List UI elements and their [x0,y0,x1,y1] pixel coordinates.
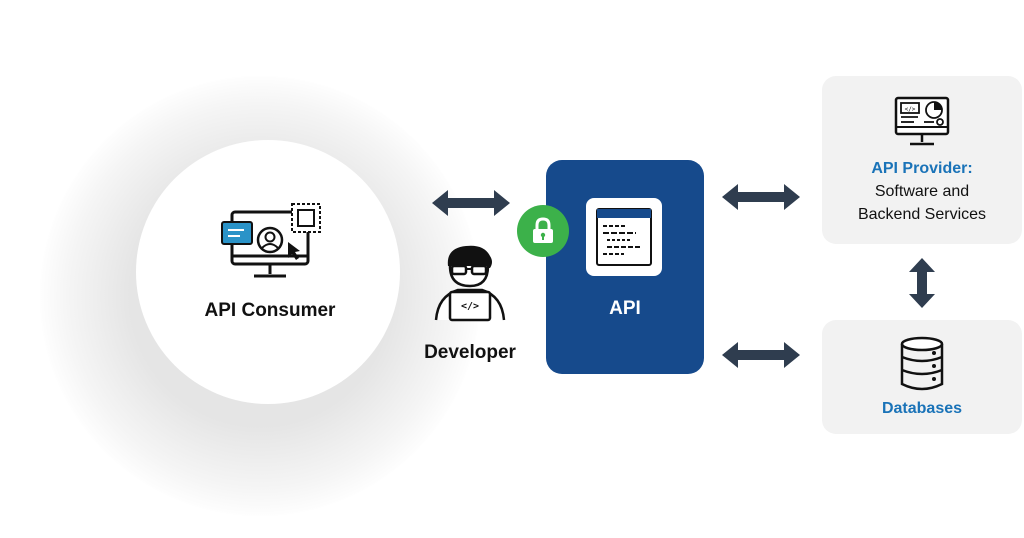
databases-label: Databases [881,400,963,417]
database-icon [898,336,946,397]
monitor-user-icon [220,202,324,289]
api-provider-arrow [722,182,800,217]
api-databases-arrow [722,340,800,375]
developer-icon: </> [432,242,508,327]
monitor-dashboard-icon: </> [894,96,950,153]
consumer-circle [136,140,400,404]
provider-line-1: Software and [874,183,970,200]
provider-title: API Provider: [871,160,973,177]
svg-text:</>: </> [905,106,916,113]
developer-label: Developer [424,342,516,363]
provider-line-2: Backend Services [857,206,987,223]
consumer-api-arrow [432,188,510,223]
consumer-label: API Consumer [204,300,336,321]
svg-text:</>: </> [461,301,479,312]
provider-databases-arrow [907,258,937,313]
api-label: API [609,298,641,319]
code-window-icon [586,198,662,276]
lock-icon [517,205,569,257]
